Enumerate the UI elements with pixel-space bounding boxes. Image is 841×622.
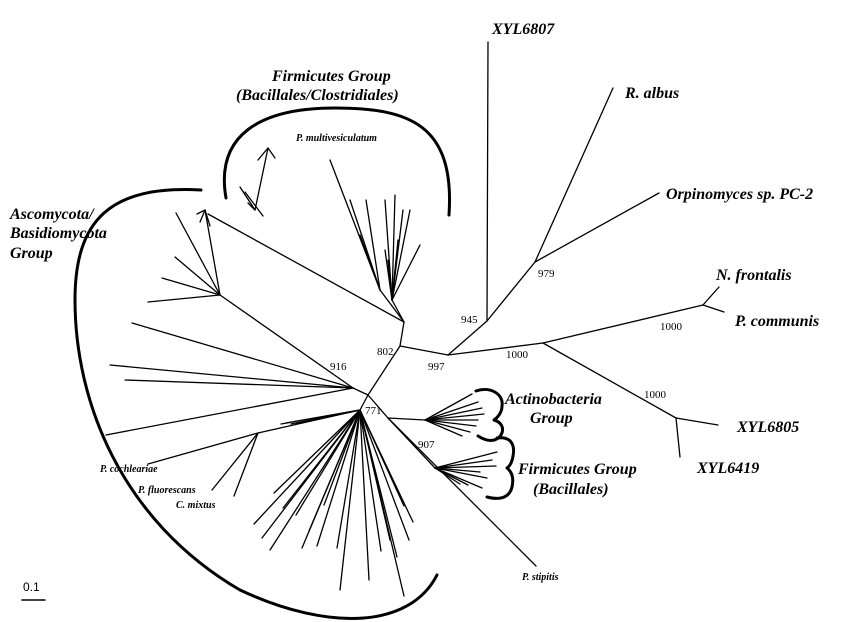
group-ascomycota-line3: Group <box>10 245 53 262</box>
group-actinobacteria-line1: Actinobacteria <box>504 391 602 408</box>
bootstrap-916: 916 <box>330 361 347 373</box>
taxon-p-multivesiculatum: P. multivesiculatum <box>296 133 377 144</box>
bootstrap-945: 945 <box>461 314 478 326</box>
firmicutes-clostridiales-brace <box>222 106 452 217</box>
group-firmicutes-bacillales-line2: (Bacillales) <box>533 481 609 498</box>
taxon-xyl6805: XYL6805 <box>736 419 799 436</box>
taxon-p-cochleariae: P. cochleariae <box>100 464 158 475</box>
taxon-r-albus: R. albus <box>624 85 679 102</box>
group-labels: Firmicutes Group (Bacillales/Clostridial… <box>9 68 637 498</box>
scale-bar: 0.1 <box>21 580 46 601</box>
bootstrap-values: 945 979 1000 1000 1000 802 997 916 771 9… <box>330 268 683 451</box>
taxon-p-stipitis: P. stipitis <box>522 572 559 583</box>
ascomycota-branches <box>105 209 354 436</box>
taxon-c-mixtus: C. mixtus <box>176 500 216 511</box>
bootstrap-802: 802 <box>377 346 394 358</box>
actinobacteria-branches <box>367 393 485 437</box>
taxon-orpinomyces: Orpinomyces sp. PC-2 <box>666 186 813 203</box>
lower-clade-branches <box>147 394 414 597</box>
bootstrap-907: 907 <box>418 439 435 451</box>
taxon-p-fluorescans: P. fluorescans <box>138 485 196 496</box>
scale-bar-label: 0.1 <box>23 580 40 594</box>
taxon-n-frontalis: N. frontalis <box>715 267 792 284</box>
bootstrap-1000-top: 1000 <box>660 321 683 333</box>
bootstrap-1000-mid: 1000 <box>506 349 529 361</box>
taxon-p-communis: P. communis <box>734 313 819 330</box>
firmicutes-bacillales-branches <box>387 417 537 567</box>
group-braces <box>73 106 516 620</box>
taxon-xyl6419: XYL6419 <box>696 460 759 477</box>
taxon-xyl6807: XYL6807 <box>491 21 555 38</box>
group-ascomycota-line2: Basidiomycota <box>9 225 107 242</box>
group-firmicutes-bacillales-line1: Firmicutes Group <box>517 461 637 478</box>
ascomycota-brace <box>73 188 439 620</box>
right-clade-branches <box>399 41 725 458</box>
taxon-labels: XYL6807 R. albus Orpinomyces sp. PC-2 N.… <box>100 21 819 583</box>
firmicutes-clostridiales-branches <box>207 147 421 323</box>
firmicutes-bacillales-brace <box>485 436 516 500</box>
bootstrap-771: 771 <box>365 405 382 417</box>
group-firmicutes-clostridiales-line1: Firmicutes Group <box>271 68 391 85</box>
group-firmicutes-clostridiales-line2: (Bacillales/Clostridiales) <box>236 87 399 104</box>
bootstrap-1000-bottom: 1000 <box>644 389 667 401</box>
group-ascomycota-line1: Ascomycota/ <box>9 206 95 223</box>
bootstrap-997: 997 <box>428 361 445 373</box>
group-actinobacteria-line2: Group <box>530 410 573 427</box>
bootstrap-979: 979 <box>538 268 555 280</box>
backbone-branches <box>352 321 405 396</box>
